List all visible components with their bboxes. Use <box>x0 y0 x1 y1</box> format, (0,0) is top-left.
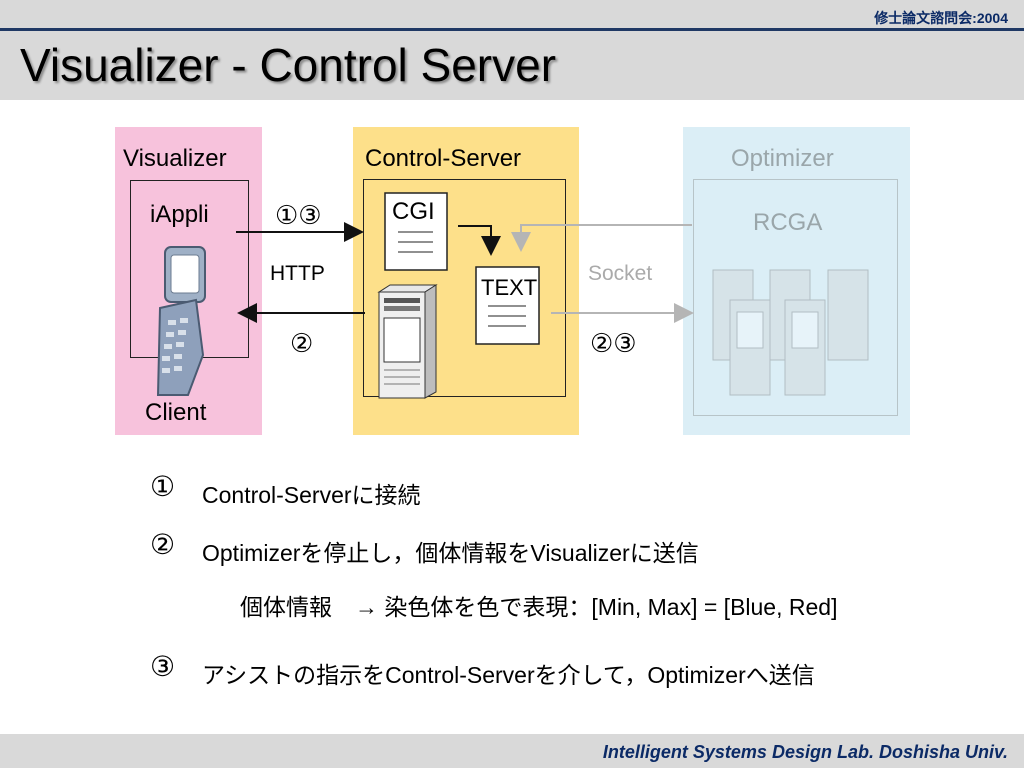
control-server-panel: Control-Server <box>353 127 579 435</box>
slide-title: Visualizer - Control Server <box>20 39 557 91</box>
client-label: Client <box>145 399 207 426</box>
note-text: Optimizerを停止し，個体情報をVisualizerに送信 <box>202 540 699 566</box>
control-server-box <box>363 179 566 397</box>
optimizer-panel: Optimizer RCGA <box>683 127 910 435</box>
server-tower-icon <box>377 284 438 399</box>
optimizer-title: Optimizer <box>731 145 834 172</box>
cgi-label: CGI <box>392 198 435 225</box>
arrow-label-2-3: ②③ <box>590 328 637 358</box>
header-bar: 修士論文諮問会:2004 Visualizer - Control Server <box>0 0 1024 100</box>
footer-bar: Intelligent Systems Design Lab. Doshisha… <box>0 734 1024 768</box>
cgi-document-icon <box>384 192 448 271</box>
note-number: ① <box>150 471 176 502</box>
control-server-title: Control-Server <box>365 145 522 172</box>
conference-label: 修士論文諮問会:2004 <box>874 10 1008 26</box>
server-cluster-icon <box>712 269 869 396</box>
lab-name: Intelligent Systems Design Lab. Doshisha… <box>602 742 1008 762</box>
note-text: 個体情報 → 染色体を色で表現：[Min, Max] = [Blue, Red] <box>240 594 838 620</box>
iappli-label: iAppli <box>150 201 209 228</box>
text-document-icon <box>475 266 540 345</box>
arrow-label-2: ② <box>290 328 314 358</box>
rcga-label: RCGA <box>753 209 823 236</box>
note-number: ③ <box>150 651 176 682</box>
phone-icon <box>156 246 206 396</box>
http-label: HTTP <box>270 262 325 285</box>
note-text: アシストの指示をControl-Serverを介して，Optimizerへ送信 <box>202 662 815 688</box>
note-number: ② <box>150 529 176 560</box>
client-panel-title: Visualizer <box>123 145 227 172</box>
socket-label: Socket <box>588 262 653 285</box>
header-rule <box>0 28 1024 31</box>
rcga-box <box>693 179 898 416</box>
note-text: Control-Serverに接続 <box>202 482 421 508</box>
arrow-label-1-3: ①③ <box>275 200 322 230</box>
text-label: TEXT <box>481 275 538 300</box>
